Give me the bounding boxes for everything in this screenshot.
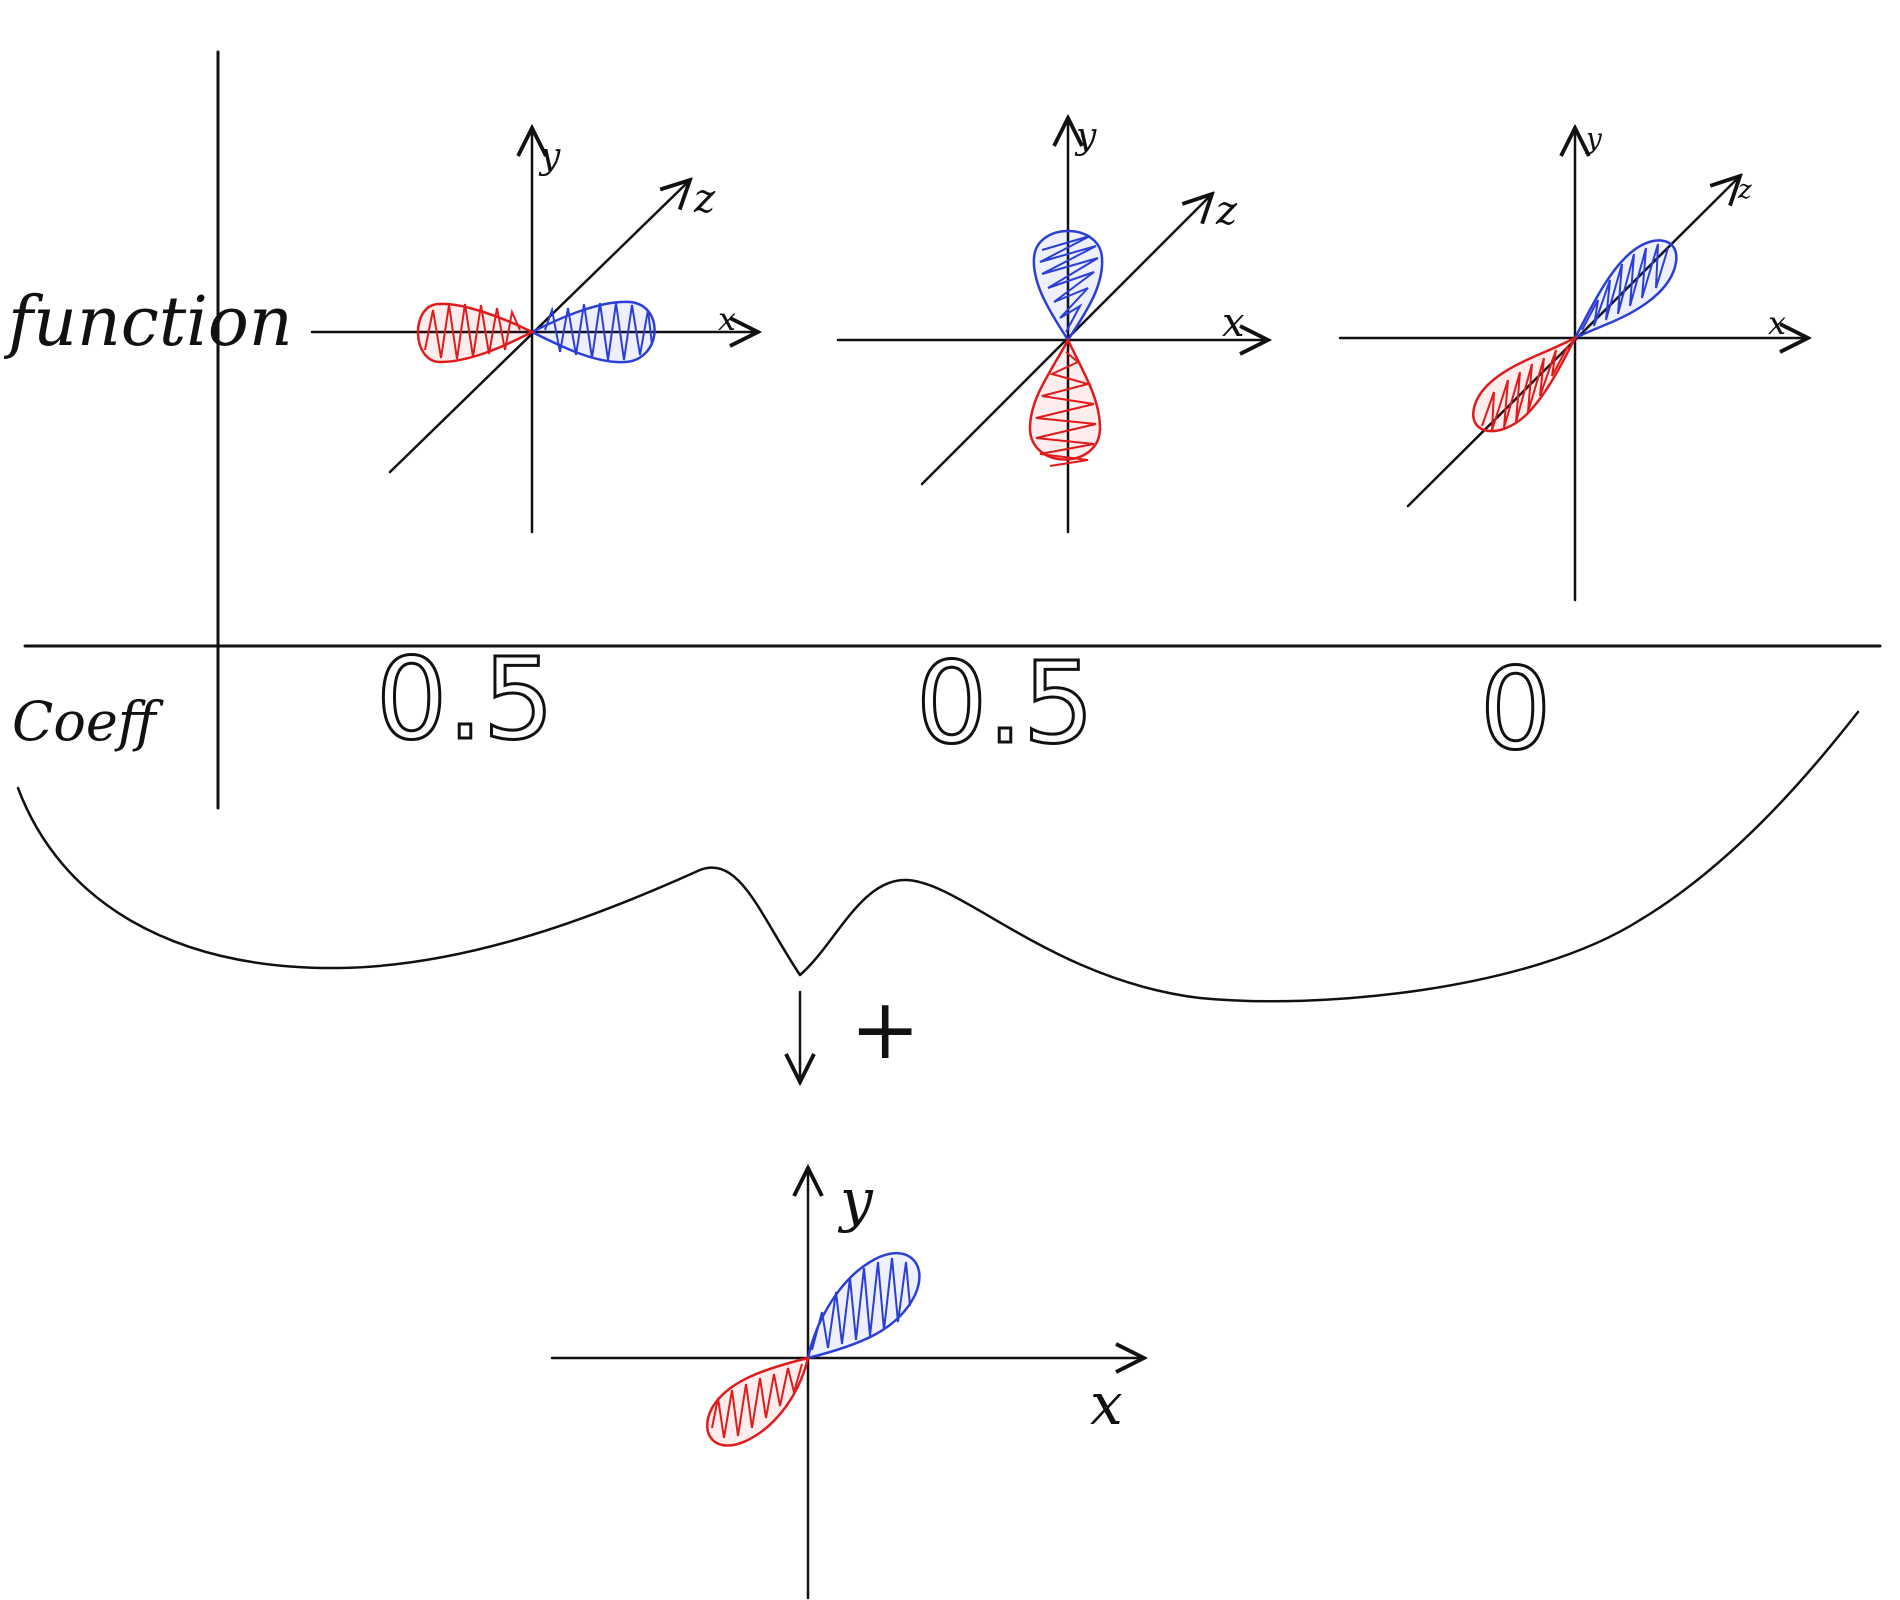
coefficient-px: 0.5 xyxy=(376,635,554,765)
coefficient-pz: 0 xyxy=(1480,645,1551,775)
negative-lobe xyxy=(1471,335,1578,433)
sum-operator: + xyxy=(850,980,920,1078)
orbital-py-sketch: y x z xyxy=(836,116,1268,534)
y-axis-label: y xyxy=(837,1166,874,1234)
positive-lobe xyxy=(1572,239,1678,341)
x-axis-label: x xyxy=(1222,300,1245,346)
summation-brace xyxy=(16,710,1860,1003)
z-axis-label: z xyxy=(1737,175,1752,205)
negative-lobe-hatch xyxy=(1035,351,1097,467)
coeff-row-label: Coeff xyxy=(12,690,164,753)
positive-lobe-hatch xyxy=(1581,243,1669,331)
positive-lobe-hatch xyxy=(1039,235,1099,333)
y-axis-label: y xyxy=(1584,122,1603,155)
x-axis-label: x xyxy=(1090,1370,1123,1438)
negative-lobe-hatch xyxy=(711,1363,803,1439)
function-row-label: function xyxy=(3,283,293,362)
z-axis xyxy=(388,180,690,474)
positive-lobe xyxy=(529,300,656,364)
result-orbital-sketch: y x xyxy=(550,1166,1144,1600)
positive-lobe xyxy=(806,1251,921,1360)
y-axis-label: y xyxy=(1074,116,1097,157)
coefficient-py: 0.5 xyxy=(916,639,1094,769)
z-axis-label: z xyxy=(693,176,716,222)
orbital-px-sketch: y x z xyxy=(310,128,758,534)
orbital-pz-sketch: y x z xyxy=(1338,122,1808,602)
negative-lobe xyxy=(416,302,535,364)
positive-lobe-hatch xyxy=(544,302,653,361)
negative-lobe-hatch xyxy=(424,303,521,360)
x-axis-label: x xyxy=(1768,304,1786,342)
z-axis-label: z xyxy=(1215,188,1238,234)
negative-lobe-hatch xyxy=(1481,345,1569,431)
negative-lobe xyxy=(706,1356,810,1447)
positive-lobe-hatch xyxy=(811,1257,911,1351)
x-axis-label: x xyxy=(718,300,736,338)
y-axis-label: y xyxy=(538,136,561,177)
